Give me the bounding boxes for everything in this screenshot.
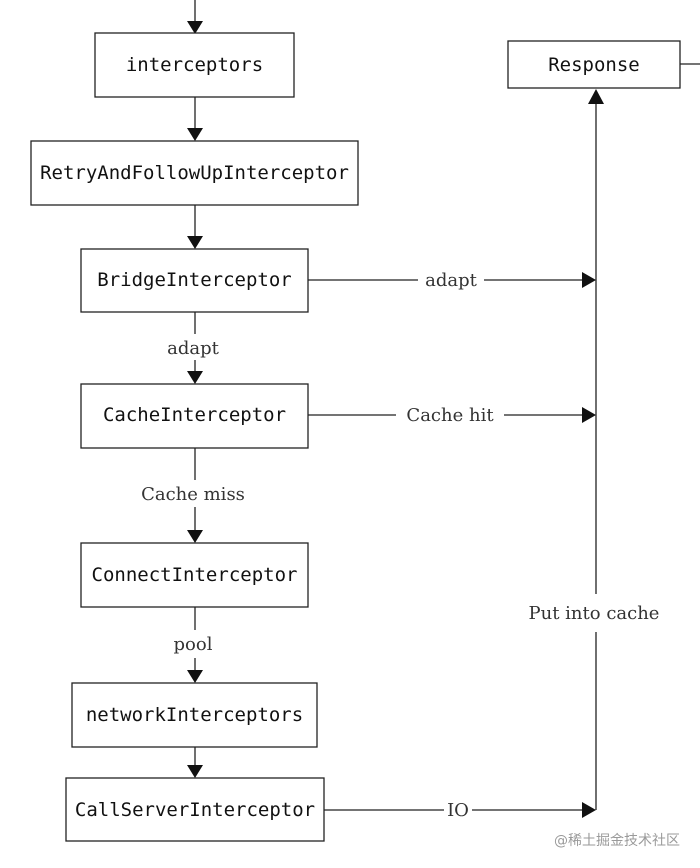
arrowhead-cache: [187, 371, 203, 384]
label-pool: pool: [174, 634, 213, 655]
label-put-into-cache: Put into cache: [529, 603, 660, 624]
arrowhead-cache-response: [582, 407, 596, 423]
box-connect: [80, 542, 309, 608]
arrowhead-connect: [187, 530, 203, 543]
arrowhead-callserver: [187, 765, 203, 778]
arrowhead-retry: [187, 128, 203, 141]
label-adapt-horizontal: adapt: [425, 270, 478, 291]
box-bridge-label: BridgeInterceptor: [97, 269, 291, 291]
box-bridge: [80, 248, 309, 313]
arrowhead-bridge-response: [582, 272, 596, 288]
box-response: [507, 40, 681, 89]
arrowhead-callserver-response: [582, 802, 596, 818]
arrowhead-bridge: [187, 236, 203, 249]
box-retry-followup-label: RetryAndFollowUpInterceptor: [40, 162, 349, 184]
box-callserver-label: CallServerInterceptor: [75, 799, 315, 821]
box-response-label: Response: [548, 54, 640, 76]
label-cache-miss: Cache miss: [141, 484, 245, 505]
box-cache: [80, 383, 309, 449]
watermark: @稀土掘金技术社区: [554, 833, 680, 849]
box-interceptors: [94, 32, 295, 98]
box-connect-label: ConnectInterceptor: [92, 564, 298, 586]
arrowhead-interceptors: [187, 21, 203, 34]
box-cache-label: CacheInterceptor: [103, 404, 286, 426]
box-interceptors-label: interceptors: [126, 54, 263, 76]
arrowhead-response: [588, 89, 604, 104]
label-adapt-vertical: adapt: [167, 338, 220, 359]
label-cache-hit: Cache hit: [406, 405, 494, 426]
label-io: IO: [447, 800, 469, 821]
box-network-interceptors: [71, 682, 318, 748]
box-network-interceptors-label: networkInterceptors: [86, 704, 303, 726]
box-callserver: [65, 777, 325, 842]
box-retry-followup: [30, 140, 359, 206]
arrowhead-network: [187, 670, 203, 683]
